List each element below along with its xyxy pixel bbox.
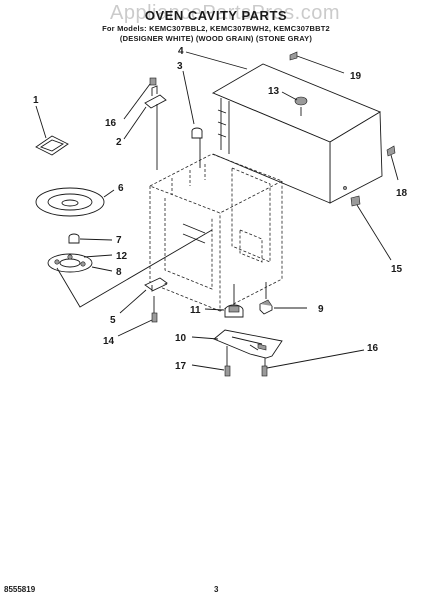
footer-part-code: 8555819 (4, 585, 36, 594)
callout-17: 17 (175, 361, 187, 372)
callout-14: 14 (103, 336, 115, 347)
part-17-screw (191, 346, 231, 377)
callout-1: 1 (33, 95, 39, 106)
part-2-bracket (123, 85, 167, 170)
footer-page-number: 3 (214, 585, 219, 594)
callout-11: 11 (190, 305, 201, 316)
callout-3: 3 (177, 61, 183, 72)
part-10-base-plate (191, 329, 283, 359)
part-18-screw (386, 145, 399, 181)
callout-16-bottom: 16 (367, 343, 379, 354)
part-7-coupler (68, 233, 113, 244)
oven-cavity (149, 153, 283, 312)
callout-18: 18 (396, 188, 408, 199)
part-13-lamp (281, 91, 308, 116)
watermark: AppliancePartsPros.com (110, 2, 340, 24)
model-numbers: For Models: KEMC307BBL2, KEMC307BWH2, KE… (102, 24, 330, 33)
part-6-turntable (35, 187, 115, 217)
callout-2: 2 (116, 137, 122, 148)
part-8-roller-support (47, 229, 213, 308)
part-1-plate (35, 105, 69, 156)
callout-7: 7 (116, 235, 122, 246)
part-14-screw (117, 296, 158, 337)
callout-10: 10 (175, 333, 187, 344)
callout-8: 8 (116, 267, 122, 278)
part-9-fitting (259, 282, 307, 315)
callout-19: 19 (350, 71, 362, 82)
outer-cabinet-wrapper (211, 63, 383, 204)
part-3-bushing (182, 70, 203, 168)
callout-12: 12 (116, 251, 128, 262)
callout-15: 15 (391, 264, 403, 275)
callout-13: 13 (268, 86, 280, 97)
part-11-motor (204, 284, 244, 318)
part-19-screw (289, 51, 345, 74)
callout-9: 9 (318, 304, 324, 315)
part-15-screw (350, 195, 392, 261)
part-5-bracket (119, 277, 168, 314)
leader-4 (185, 51, 248, 70)
model-colors: (DESIGNER WHITE) (WOOD GRAIN) (STONE GRA… (119, 34, 313, 43)
callout-4: 4 (178, 46, 184, 57)
callout-5: 5 (110, 315, 116, 326)
diagram-title: OVEN CAVITY PARTS (144, 8, 288, 23)
part-16-screw-top (123, 77, 157, 120)
callout-6: 6 (118, 183, 124, 194)
part-16-screw-bottom (261, 349, 365, 377)
callout-16-top: 16 (105, 118, 117, 129)
